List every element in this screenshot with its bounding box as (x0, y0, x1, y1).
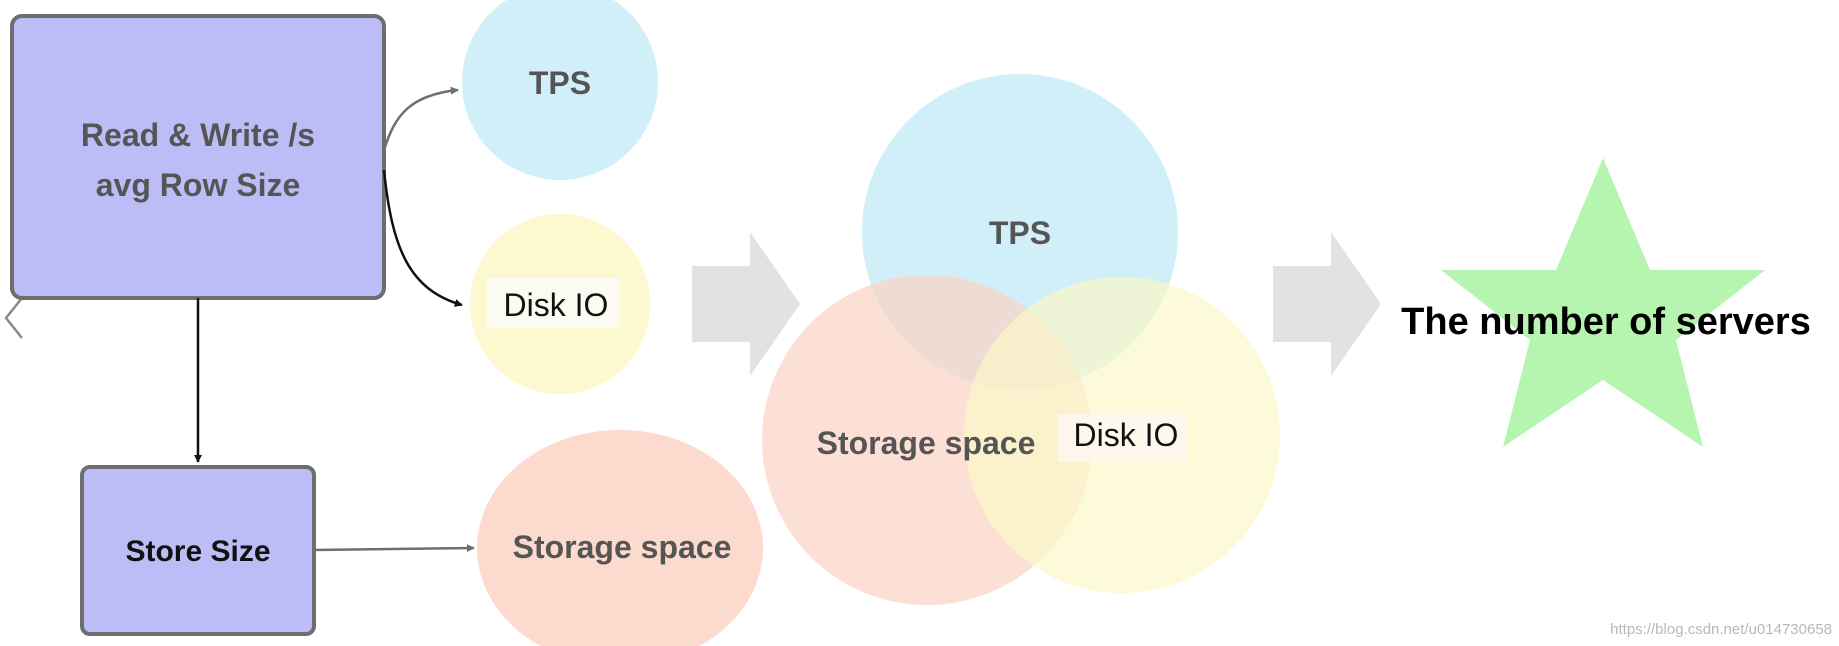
tps-label: TPS (529, 65, 591, 101)
disk-io-label: Disk IO (504, 287, 609, 323)
store-size-label: Store Size (125, 535, 270, 568)
result-label: The number of servers (1401, 301, 1811, 343)
chevron-left-icon[interactable] (4, 297, 23, 339)
venn-storage-label: Storage space (817, 425, 1036, 461)
read-write-label-line1: Read & Write /s (81, 117, 315, 153)
read-write-label-line2: avg Row Size (96, 167, 301, 203)
block-arrow-1 (692, 232, 800, 376)
arrow-to-disk-io (382, 169, 463, 307)
read-write-box: Read & Write /s avg Row Size (10, 14, 386, 300)
venn-disk-io-label: Disk IO (1074, 417, 1179, 453)
block-arrow-2 (1273, 232, 1381, 376)
star-icon (1441, 158, 1765, 447)
arrow-to-tps (382, 86, 459, 151)
disk-io-circle: Disk IO (470, 214, 650, 394)
combined-venn: TPS Storage space Disk IO (762, 74, 1280, 605)
arrow-to-storage-space (313, 544, 475, 553)
venn-tps-label: TPS (989, 215, 1051, 251)
storage-space-circle: Storage space (477, 430, 763, 646)
watermark: https://blog.csdn.net/u014730658 (1610, 621, 1832, 638)
tps-circle: TPS (462, 0, 658, 180)
store-size-box: Store Size (80, 465, 316, 636)
storage-space-label: Storage space (513, 529, 732, 565)
